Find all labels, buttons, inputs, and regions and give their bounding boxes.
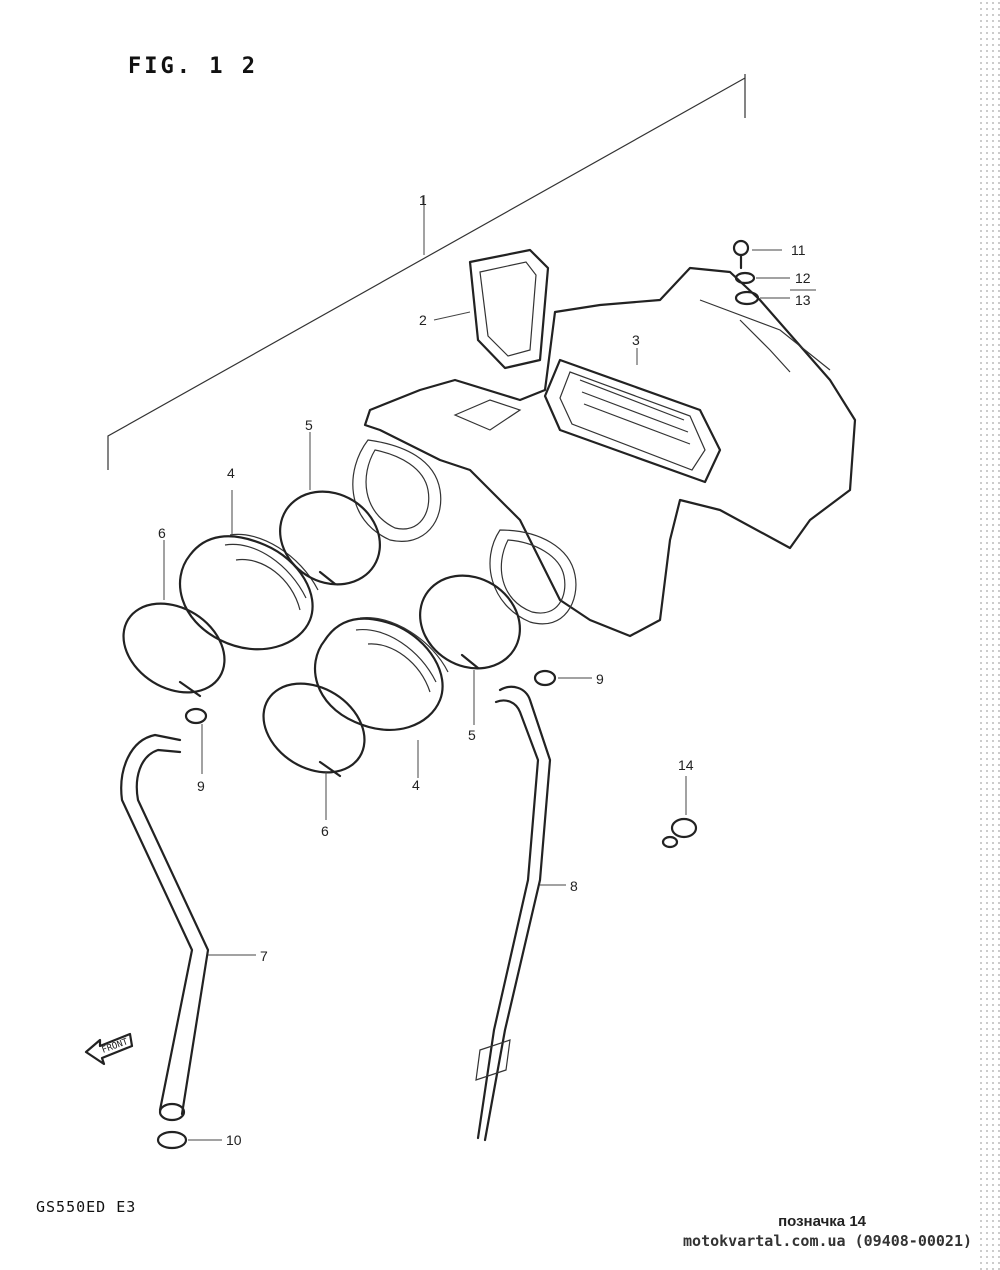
callout-labels: 1 2 3 4 4 5 5 6 6 7 8 9 9 10 11 12 13 14 (158, 192, 811, 1148)
callout-4-lower: 4 (412, 777, 420, 793)
part-10-clip (156, 1130, 222, 1150)
front-arrow-icon: FRONT (84, 1032, 134, 1066)
callout-7: 7 (260, 948, 268, 964)
callout-9-right: 9 (596, 671, 604, 687)
part-6-clamps (122, 540, 366, 820)
callout-4-upper: 4 (227, 465, 235, 481)
callout-5-upper: 5 (305, 417, 313, 433)
callout-2: 2 (419, 312, 427, 328)
part-7-hose (120, 733, 256, 1122)
figure-title: FIG. 1 2 (128, 54, 258, 79)
part-4-inlet-boots (178, 490, 449, 778)
model-code: GS550ED E3 (36, 1198, 137, 1216)
part-2-cover (433, 248, 550, 370)
callout-6-lower: 6 (321, 823, 329, 839)
part-5-clamps (279, 432, 521, 725)
callout-13: 13 (795, 292, 811, 308)
callout-14: 14 (678, 757, 694, 773)
callout-6-upper: 6 (158, 525, 166, 541)
note-label: позначка 14 (778, 1213, 866, 1230)
callout-5-lower: 5 (468, 727, 476, 743)
callout-8: 8 (570, 878, 578, 894)
callout-11: 11 (791, 242, 806, 258)
callout-3: 3 (632, 332, 640, 348)
part-14-clip (661, 776, 698, 849)
callout-9-left: 9 (197, 778, 205, 794)
assembly-bracket (107, 74, 746, 470)
part-9-clips (184, 669, 592, 774)
callout-12: 12 (795, 270, 811, 286)
scan-edge-texture (978, 0, 1000, 1270)
part-8-hose (475, 685, 566, 1142)
callout-10: 10 (226, 1132, 242, 1148)
parts-11-13-fasteners (732, 239, 816, 306)
air-cleaner-case (352, 266, 857, 638)
part-3-air-filter (543, 348, 722, 484)
callout-1: 1 (419, 192, 427, 208)
watermark-text: motokvartal.com.ua (09408-00021) (683, 1232, 972, 1250)
